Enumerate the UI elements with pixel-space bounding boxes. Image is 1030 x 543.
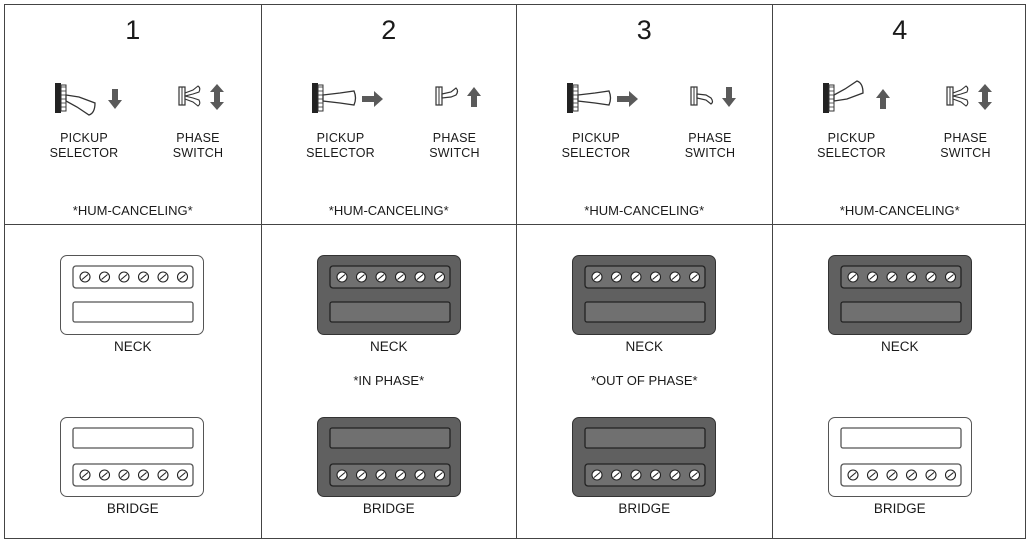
config-number: 3 — [636, 15, 652, 45]
bridge-label: BRIDGE — [618, 501, 671, 516]
pickup-selector-icon — [310, 75, 383, 123]
bridge-label: BRIDGE — [106, 501, 159, 516]
mode-label: *HUM-CANCELING* — [839, 203, 960, 218]
pickup-selector-icon — [821, 75, 890, 123]
pickup-selector-icon — [565, 75, 638, 123]
neck-label: NECK — [113, 339, 152, 354]
bridge-pickup — [827, 417, 972, 497]
config-number: 2 — [381, 15, 397, 45]
phase-note: *IN PHASE* — [353, 373, 425, 388]
config-number: 4 — [892, 15, 908, 45]
neck-pickup — [316, 255, 461, 335]
phase-switch-icon — [689, 75, 749, 123]
neck-label: NECK — [625, 339, 663, 354]
neck-pickup — [827, 255, 972, 335]
up-arrow-icon — [466, 87, 481, 107]
up-down-arrow-icon — [977, 84, 992, 110]
neck-label: NECK — [369, 339, 408, 354]
phase-switch-icon — [434, 75, 494, 123]
phase-note: *OUT OF PHASE* — [590, 373, 698, 388]
down-arrow-icon — [108, 89, 122, 109]
neck-pickup — [572, 255, 716, 335]
mode-label: *HUM-CANCELING* — [328, 203, 449, 218]
down-arrow-icon — [722, 87, 736, 107]
config-number: 1 — [125, 15, 141, 45]
up-arrow-icon — [875, 89, 890, 109]
mode-label: *HUM-CANCELING* — [584, 203, 705, 218]
bridge-pickup — [572, 417, 716, 497]
bridge-pickup — [316, 417, 461, 497]
row-divider — [5, 224, 1025, 225]
up-down-arrow-icon — [210, 84, 224, 110]
pickup-selector-icon — [53, 75, 122, 123]
right-arrow-icon — [617, 91, 638, 107]
mode-label: *HUM-CANCELING* — [72, 203, 193, 218]
phase-switch-icon — [177, 75, 237, 123]
neck-pickup — [60, 255, 204, 335]
bridge-label: BRIDGE — [362, 501, 415, 516]
phase-switch-icon — [945, 75, 1005, 123]
neck-label: NECK — [880, 339, 919, 354]
bridge-pickup — [60, 417, 204, 497]
bridge-label: BRIDGE — [873, 501, 926, 516]
right-arrow-icon — [361, 91, 383, 107]
